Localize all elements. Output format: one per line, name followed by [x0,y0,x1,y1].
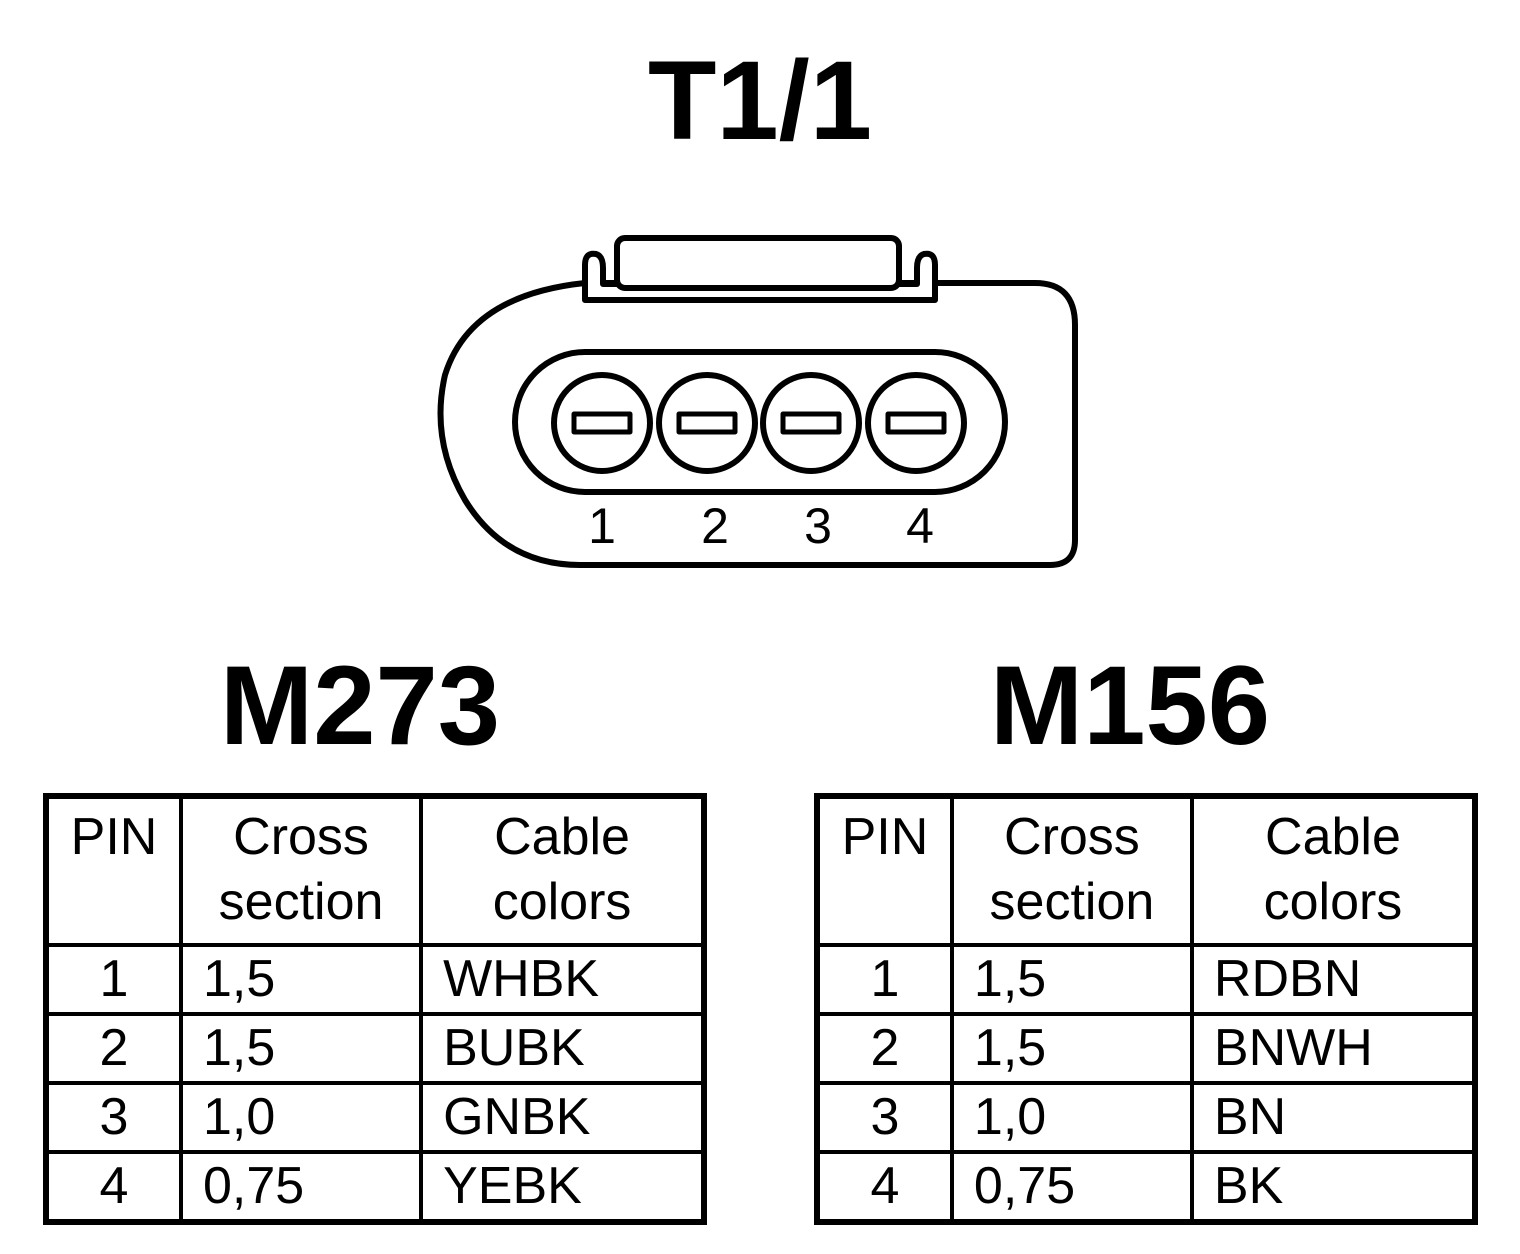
header-pin: PIN [44,794,183,947]
cell-cable-color: BN [1189,1081,1478,1154]
pin-2-contact [656,372,758,474]
cell-cable-color: BK [1189,1150,1478,1224]
cell-pin: 2 [44,1012,183,1085]
table-row: 4 0,75 BK [815,1150,1478,1224]
variant-title-left: M273 [219,643,501,768]
connector-housing [437,280,1078,568]
variant-title-right: M156 [989,643,1271,768]
cell-cable-color: BNWH [1189,1012,1478,1085]
table-row: 2 1,5 BUBK [44,1012,706,1085]
table-row: 3 1,0 BN [815,1081,1478,1154]
cell-cable-color: RDBN [1189,943,1478,1016]
cell-cable-color: GNBK [419,1081,706,1154]
cell-cross-section: 1,5 [178,943,424,1016]
pin-number-1: 1 [588,498,616,554]
cell-cross-section: 1,0 [178,1081,424,1154]
table-row: 1 1,5 WHBK [44,943,706,1016]
pin-number-2: 2 [701,498,729,554]
connector-title: T1/1 [647,38,873,163]
connector-diagram: 1 2 3 4 [437,235,1078,568]
cell-pin: 2 [815,1012,954,1085]
table-row: 4 0,75 YEBK [44,1150,706,1224]
header-pin: PIN [815,794,954,947]
cell-cable-color: WHBK [419,943,706,1016]
cell-pin: 4 [44,1150,183,1224]
cell-pin: 3 [44,1081,183,1154]
connector-latch-tab [614,235,902,291]
cell-pin: 3 [815,1081,954,1154]
pin-4-contact [865,372,967,474]
cell-cross-section: 0,75 [949,1150,1194,1224]
cell-pin: 4 [815,1150,954,1224]
cell-cross-section: 1,0 [949,1081,1194,1154]
pin-1-contact [551,372,653,474]
table-row: 1 1,5 RDBN [815,943,1478,1016]
pin-number-4: 4 [906,498,934,554]
cell-cable-color: BUBK [419,1012,706,1085]
table-row: 3 1,0 GNBK [44,1081,706,1154]
cell-pin: 1 [44,943,183,1016]
cell-cable-color: YEBK [419,1150,706,1224]
contact-cavity [512,349,1008,495]
table-row: 2 1,5 BNWH [815,1012,1478,1085]
cell-pin: 1 [815,943,954,1016]
cell-cross-section: 1,5 [949,1012,1194,1085]
cell-cross-section: 0,75 [178,1150,424,1224]
cell-cross-section: 1,5 [178,1012,424,1085]
pin-3-contact [760,372,862,474]
cell-cross-section: 1,5 [949,943,1194,1016]
pin-number-3: 3 [804,498,832,554]
